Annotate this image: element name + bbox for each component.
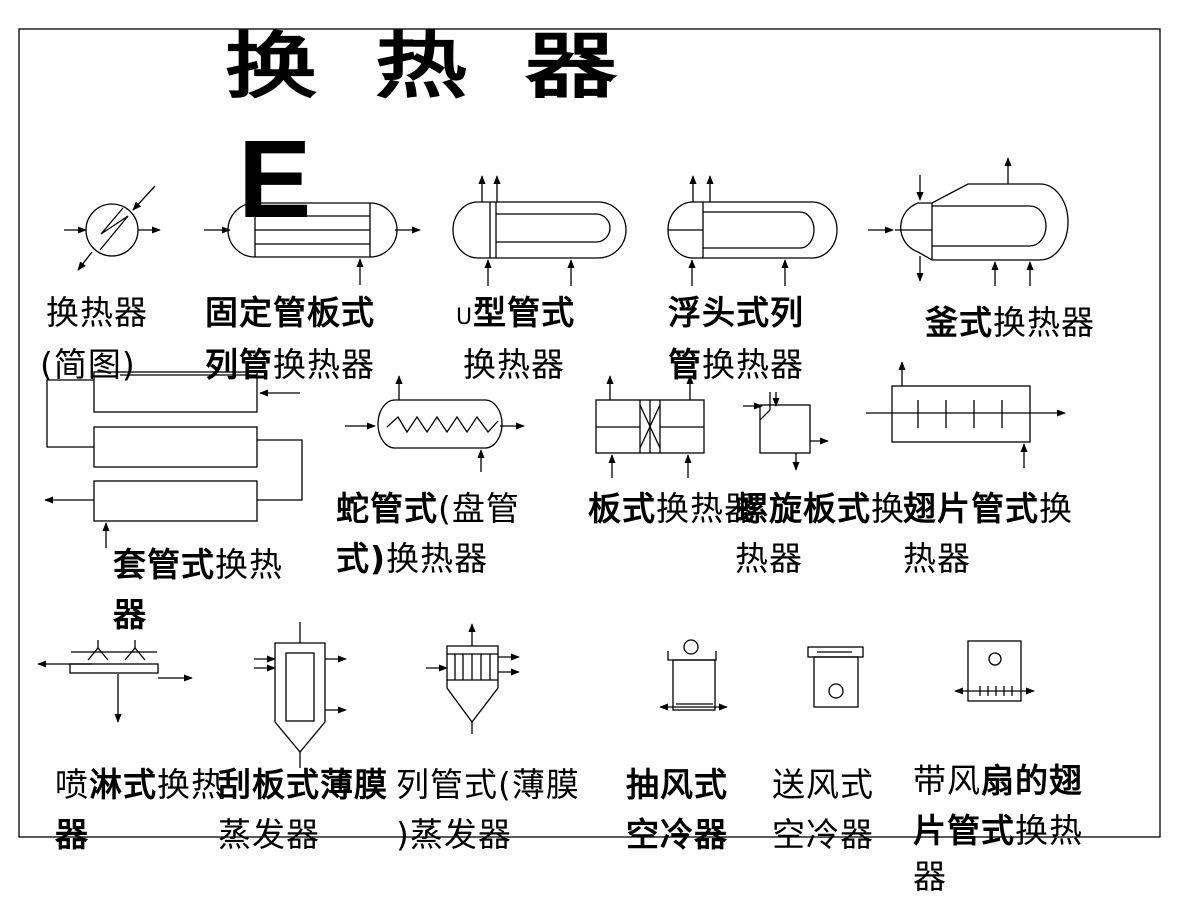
- label-spiral-plate-line1: 螺旋板式换: [735, 489, 905, 528]
- label-scraped-film-line2: 蒸发器: [218, 815, 320, 854]
- label-coil-line1: 蛇管式(盘管: [336, 489, 520, 528]
- slide-frame: [18, 28, 1161, 838]
- label-plate: 板式换热器: [588, 489, 758, 528]
- label-finned-tube-line1: 翅片管式换: [903, 489, 1073, 528]
- label-u-tube-line2: 换热器: [463, 345, 565, 384]
- label-scraped-film-line1: 刮板式薄膜: [218, 765, 388, 804]
- label-fixed-tube-sheet-line2: 列管换热器: [205, 345, 375, 384]
- label-tubular-film-line1: 列管式(薄膜: [396, 765, 580, 804]
- page-title: 换热器: [225, 24, 676, 109]
- label-spray-line2: 器: [55, 815, 89, 854]
- floating-head-exchanger-symbol: [667, 175, 838, 286]
- label-double-pipe-line2: 器: [113, 595, 147, 634]
- label-tubular-film-line2: )蒸发器: [396, 815, 512, 854]
- label-simple-exchanger-line1: 换热器: [46, 293, 148, 332]
- label-u-tube-line1: U型管式: [456, 293, 576, 332]
- label-induced-draft-line2: 空冷器: [626, 815, 728, 854]
- label-kettle: 釜式换热器: [925, 303, 1095, 342]
- watermark-letter: E: [238, 118, 311, 241]
- finned-tube-exchanger-symbol: [866, 361, 1066, 468]
- double-pipe-exchanger-symbol: [44, 371, 303, 548]
- label-forced-draft-line2: 空冷器: [772, 815, 874, 854]
- u-tube-exchanger-symbol: [452, 175, 627, 286]
- label-coil-line2: 式)换热器: [336, 539, 489, 578]
- label-fan-finned-line3: 器: [913, 857, 947, 896]
- label-induced-draft-line1: 抽风式: [626, 765, 728, 804]
- spray-cooler-symbol: [37, 640, 193, 723]
- label-spray-line1: 喷淋式换热: [55, 765, 225, 804]
- kettle-reboiler-symbol: [868, 157, 1069, 286]
- fan-finned-tube-exchanger-symbol: [954, 640, 1035, 702]
- label-fan-finned-line2: 片管式换热: [913, 811, 1083, 850]
- simple-exchanger-symbol: [64, 185, 161, 271]
- label-floating-head-line2: 管换热器: [668, 345, 804, 384]
- label-double-pipe-line1: 套管式换热: [113, 545, 283, 584]
- label-floating-head-line1: 浮头式列: [668, 293, 804, 332]
- spiral-plate-exchanger-symbol: [743, 392, 829, 471]
- coil-exchanger-symbol: [345, 375, 525, 472]
- label-forced-draft-line1: 送风式: [772, 765, 874, 804]
- induced-draft-air-cooler-symbol: [659, 639, 728, 711]
- label-fan-finned-line1: 带风扇的翅: [913, 761, 1083, 800]
- plate-exchanger-symbol: [595, 375, 705, 478]
- label-fixed-tube-sheet-line1: 固定管板式: [205, 293, 375, 332]
- scraped-film-evaporator-symbol: [254, 622, 347, 768]
- label-simple-exchanger-line2: (简图): [40, 345, 136, 384]
- forced-draft-air-cooler-symbol: [807, 646, 864, 708]
- fixed-tube-sheet-exchanger-symbol: [204, 202, 421, 285]
- label-spiral-plate-line2: 热器: [735, 539, 803, 578]
- label-finned-tube-line2: 热器: [903, 539, 971, 578]
- tubular-film-evaporator-symbol: [426, 623, 520, 734]
